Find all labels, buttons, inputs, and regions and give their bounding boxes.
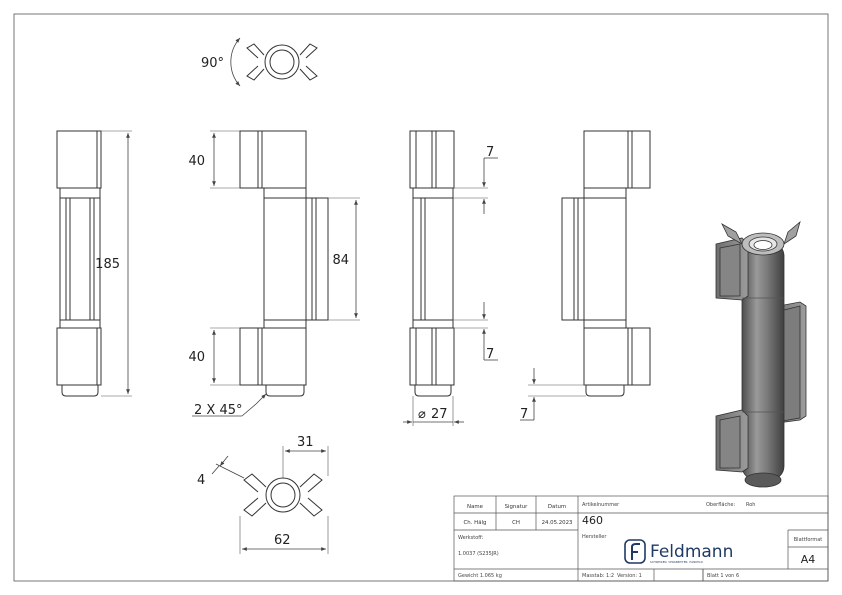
format-value: A4 bbox=[801, 553, 816, 566]
ring-gap-bottom-dimension: 7 bbox=[486, 347, 494, 362]
ring-gap-top-dimension: 7 bbox=[486, 145, 494, 160]
pin-gap-dimension: 7 bbox=[520, 407, 528, 422]
material-label: Werkstoff: bbox=[458, 535, 484, 541]
signature-label: Signatur bbox=[505, 504, 529, 510]
front-view bbox=[192, 130, 360, 417]
diameter-dimension: 27 bbox=[431, 407, 448, 422]
weight-value: Gewicht 1.065 kg bbox=[458, 573, 502, 579]
manufacturer-label: Hersteller bbox=[582, 534, 607, 540]
iso-3d-view bbox=[715, 220, 807, 488]
diameter-symbol: ⌀ bbox=[418, 407, 426, 422]
bottom-view bbox=[211, 446, 329, 554]
top-view bbox=[230, 37, 318, 87]
format-label: Blattformat bbox=[794, 537, 823, 543]
title-block bbox=[453, 495, 829, 582]
drawing-date: 24.05.2023 bbox=[542, 520, 573, 526]
thickness-dimension: 4 bbox=[197, 473, 205, 488]
bottom-leaf-dimension: 40 bbox=[188, 350, 205, 365]
version-value: Version: 1 bbox=[617, 573, 642, 579]
sheet-number: Blatt 1 von 6 bbox=[707, 573, 739, 579]
scale-value: Masstab: 1:2 bbox=[582, 573, 614, 579]
back-view bbox=[520, 130, 651, 421]
drawing-frame bbox=[13, 13, 829, 582]
total-height-dimension: 185 bbox=[95, 257, 120, 272]
middle-length-dimension: 84 bbox=[332, 253, 349, 268]
date-label: Datum bbox=[548, 504, 566, 510]
surface-label: Oberfläche: bbox=[706, 502, 735, 508]
chamfer-dimension: 2 X 45° bbox=[194, 403, 242, 418]
span-dimension: 62 bbox=[274, 533, 291, 548]
article-number: 460 bbox=[582, 514, 603, 527]
half-span-dimension: 31 bbox=[297, 435, 314, 450]
side-view-left bbox=[56, 130, 132, 397]
top-leaf-dimension: 40 bbox=[188, 154, 205, 169]
logo-tagline: SCHWEIßEN, VERARBEITEN, HANDELN bbox=[650, 560, 703, 564]
drafter-signature: CH bbox=[512, 520, 520, 526]
angle-dimension: 90° bbox=[201, 56, 224, 71]
article-number-label: Artikelnummer bbox=[582, 502, 620, 508]
surface-value: Roh bbox=[746, 502, 755, 508]
drafter-name: Ch. Hälg bbox=[464, 520, 487, 526]
feldmann-logo-icon: Feldmann SCHWEIßEN, VERARBEITEN, HANDELN bbox=[624, 539, 733, 564]
logo-wordmark: Feldmann bbox=[650, 542, 733, 562]
material-value: 1.0037 (S235JR) bbox=[458, 551, 499, 557]
side-view-right bbox=[403, 130, 498, 426]
name-label: Name bbox=[467, 504, 484, 510]
